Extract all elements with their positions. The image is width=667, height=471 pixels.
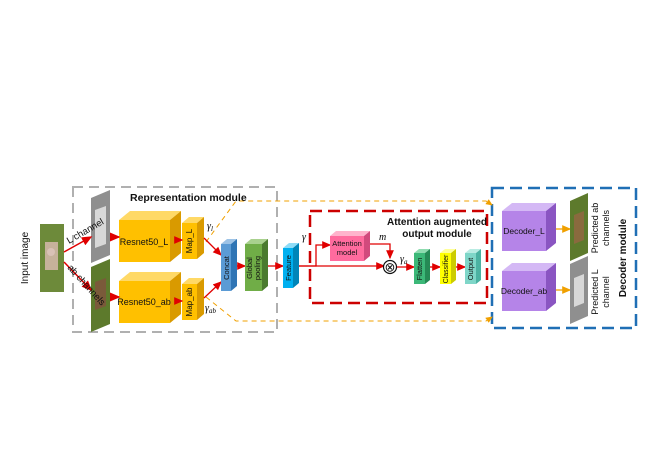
- resnet50-l-block: [119, 211, 181, 262]
- classifier-block: [440, 249, 456, 284]
- gamma-a-symbol: γa: [400, 254, 408, 266]
- concat-label: Concat: [222, 255, 231, 280]
- flatten-label: Flatten: [415, 258, 424, 281]
- arrow-feature-to-attention: [299, 241, 332, 267]
- resnet50-l-label: Resnet50_L: [120, 237, 169, 247]
- l-channel-image: [91, 190, 110, 263]
- representation-module-frame: [72, 186, 278, 333]
- classifier-label: Classifier: [443, 254, 450, 283]
- concat-block: [221, 239, 237, 291]
- multiply-symbol: ⊗: [385, 260, 396, 275]
- decoder-module-frame: [490, 186, 638, 330]
- decoder-path-top: [205, 199, 493, 243]
- gamma-l-symbol: γl: [207, 221, 213, 233]
- arrow-map-ab-to-concat: [203, 281, 222, 299]
- arrow-map-l-to-concat: [203, 237, 222, 256]
- m-symbol: m: [379, 232, 386, 243]
- arrow-input-l: [63, 236, 93, 253]
- representation-module-title: Representation module: [130, 192, 247, 204]
- decoder-l-label: Decoder_L: [503, 226, 545, 236]
- decoder-ab-block: [502, 263, 556, 311]
- predicted-ab-label: Predicted abchannels: [590, 203, 611, 254]
- global-pooling-label: Globalpooling: [245, 256, 262, 280]
- predicted-ab-image: [570, 193, 588, 261]
- flatten-block: [414, 249, 430, 284]
- output-label: Output: [466, 257, 475, 280]
- gamma-ab-symbol: γab: [205, 303, 216, 315]
- map-ab-label: Map_ab: [185, 287, 194, 316]
- gamma-symbol: γ: [302, 232, 307, 243]
- attention-module-frame: [308, 209, 489, 305]
- output-block: [465, 249, 481, 284]
- map-l-label: Map_L: [185, 228, 194, 253]
- decoder-l-block: [502, 203, 556, 251]
- multiply-node: [382, 259, 398, 275]
- predicted-l-image: [570, 256, 588, 324]
- feature-block: [283, 243, 299, 288]
- attention-model-block: [330, 231, 370, 261]
- decoder-path-bottom: [205, 296, 493, 323]
- input-image: [40, 224, 64, 292]
- map-l-block: [182, 217, 204, 259]
- decoder-ab-label: Decoder_ab: [501, 286, 548, 296]
- resnet50-ab-label: Resnet50_ab: [117, 297, 171, 307]
- input-image-label: Input image: [20, 231, 31, 284]
- global-pooling-block: [245, 239, 268, 291]
- map-ab-block: [182, 278, 204, 320]
- arrow-attention-to-multiply: [370, 243, 394, 260]
- feature-label: Feature: [284, 255, 293, 281]
- ab-channels-image: [91, 259, 110, 332]
- predicted-l-label: Predicted Lchannel: [590, 269, 611, 315]
- arrow-input-ab: [63, 261, 93, 292]
- decoder-module-title: Decoder module: [618, 218, 629, 297]
